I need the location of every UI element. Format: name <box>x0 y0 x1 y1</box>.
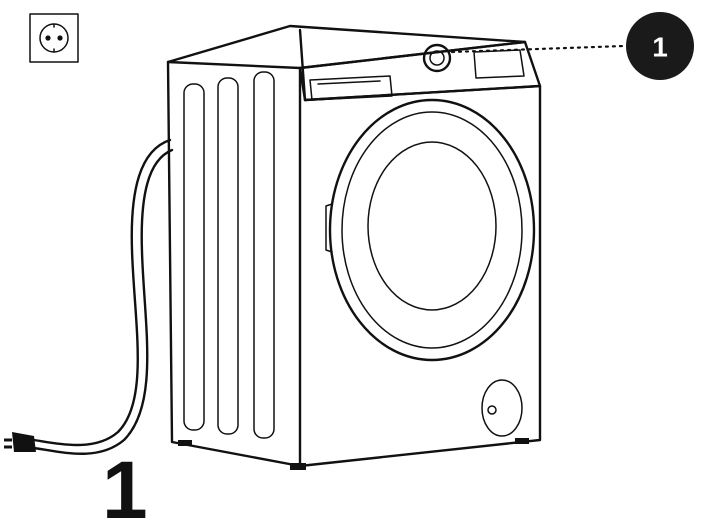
program-knob <box>422 43 452 73</box>
filter-cover <box>481 379 523 437</box>
door-handle <box>325 203 333 253</box>
machine-front <box>298 84 542 468</box>
washing-machine <box>166 24 542 470</box>
side-ribs <box>183 71 275 439</box>
power-cable <box>32 138 174 455</box>
machine-side <box>166 60 302 468</box>
power-socket-icon <box>29 13 79 63</box>
power-plug-icon <box>4 432 36 452</box>
callout-badge: 1 <box>626 12 694 80</box>
callout-leader-line <box>450 44 626 54</box>
door <box>325 98 536 362</box>
display-panel <box>473 49 525 79</box>
step-number: 1 <box>102 445 148 532</box>
machine-feet <box>178 438 529 470</box>
callout-number: 1 <box>652 32 668 63</box>
